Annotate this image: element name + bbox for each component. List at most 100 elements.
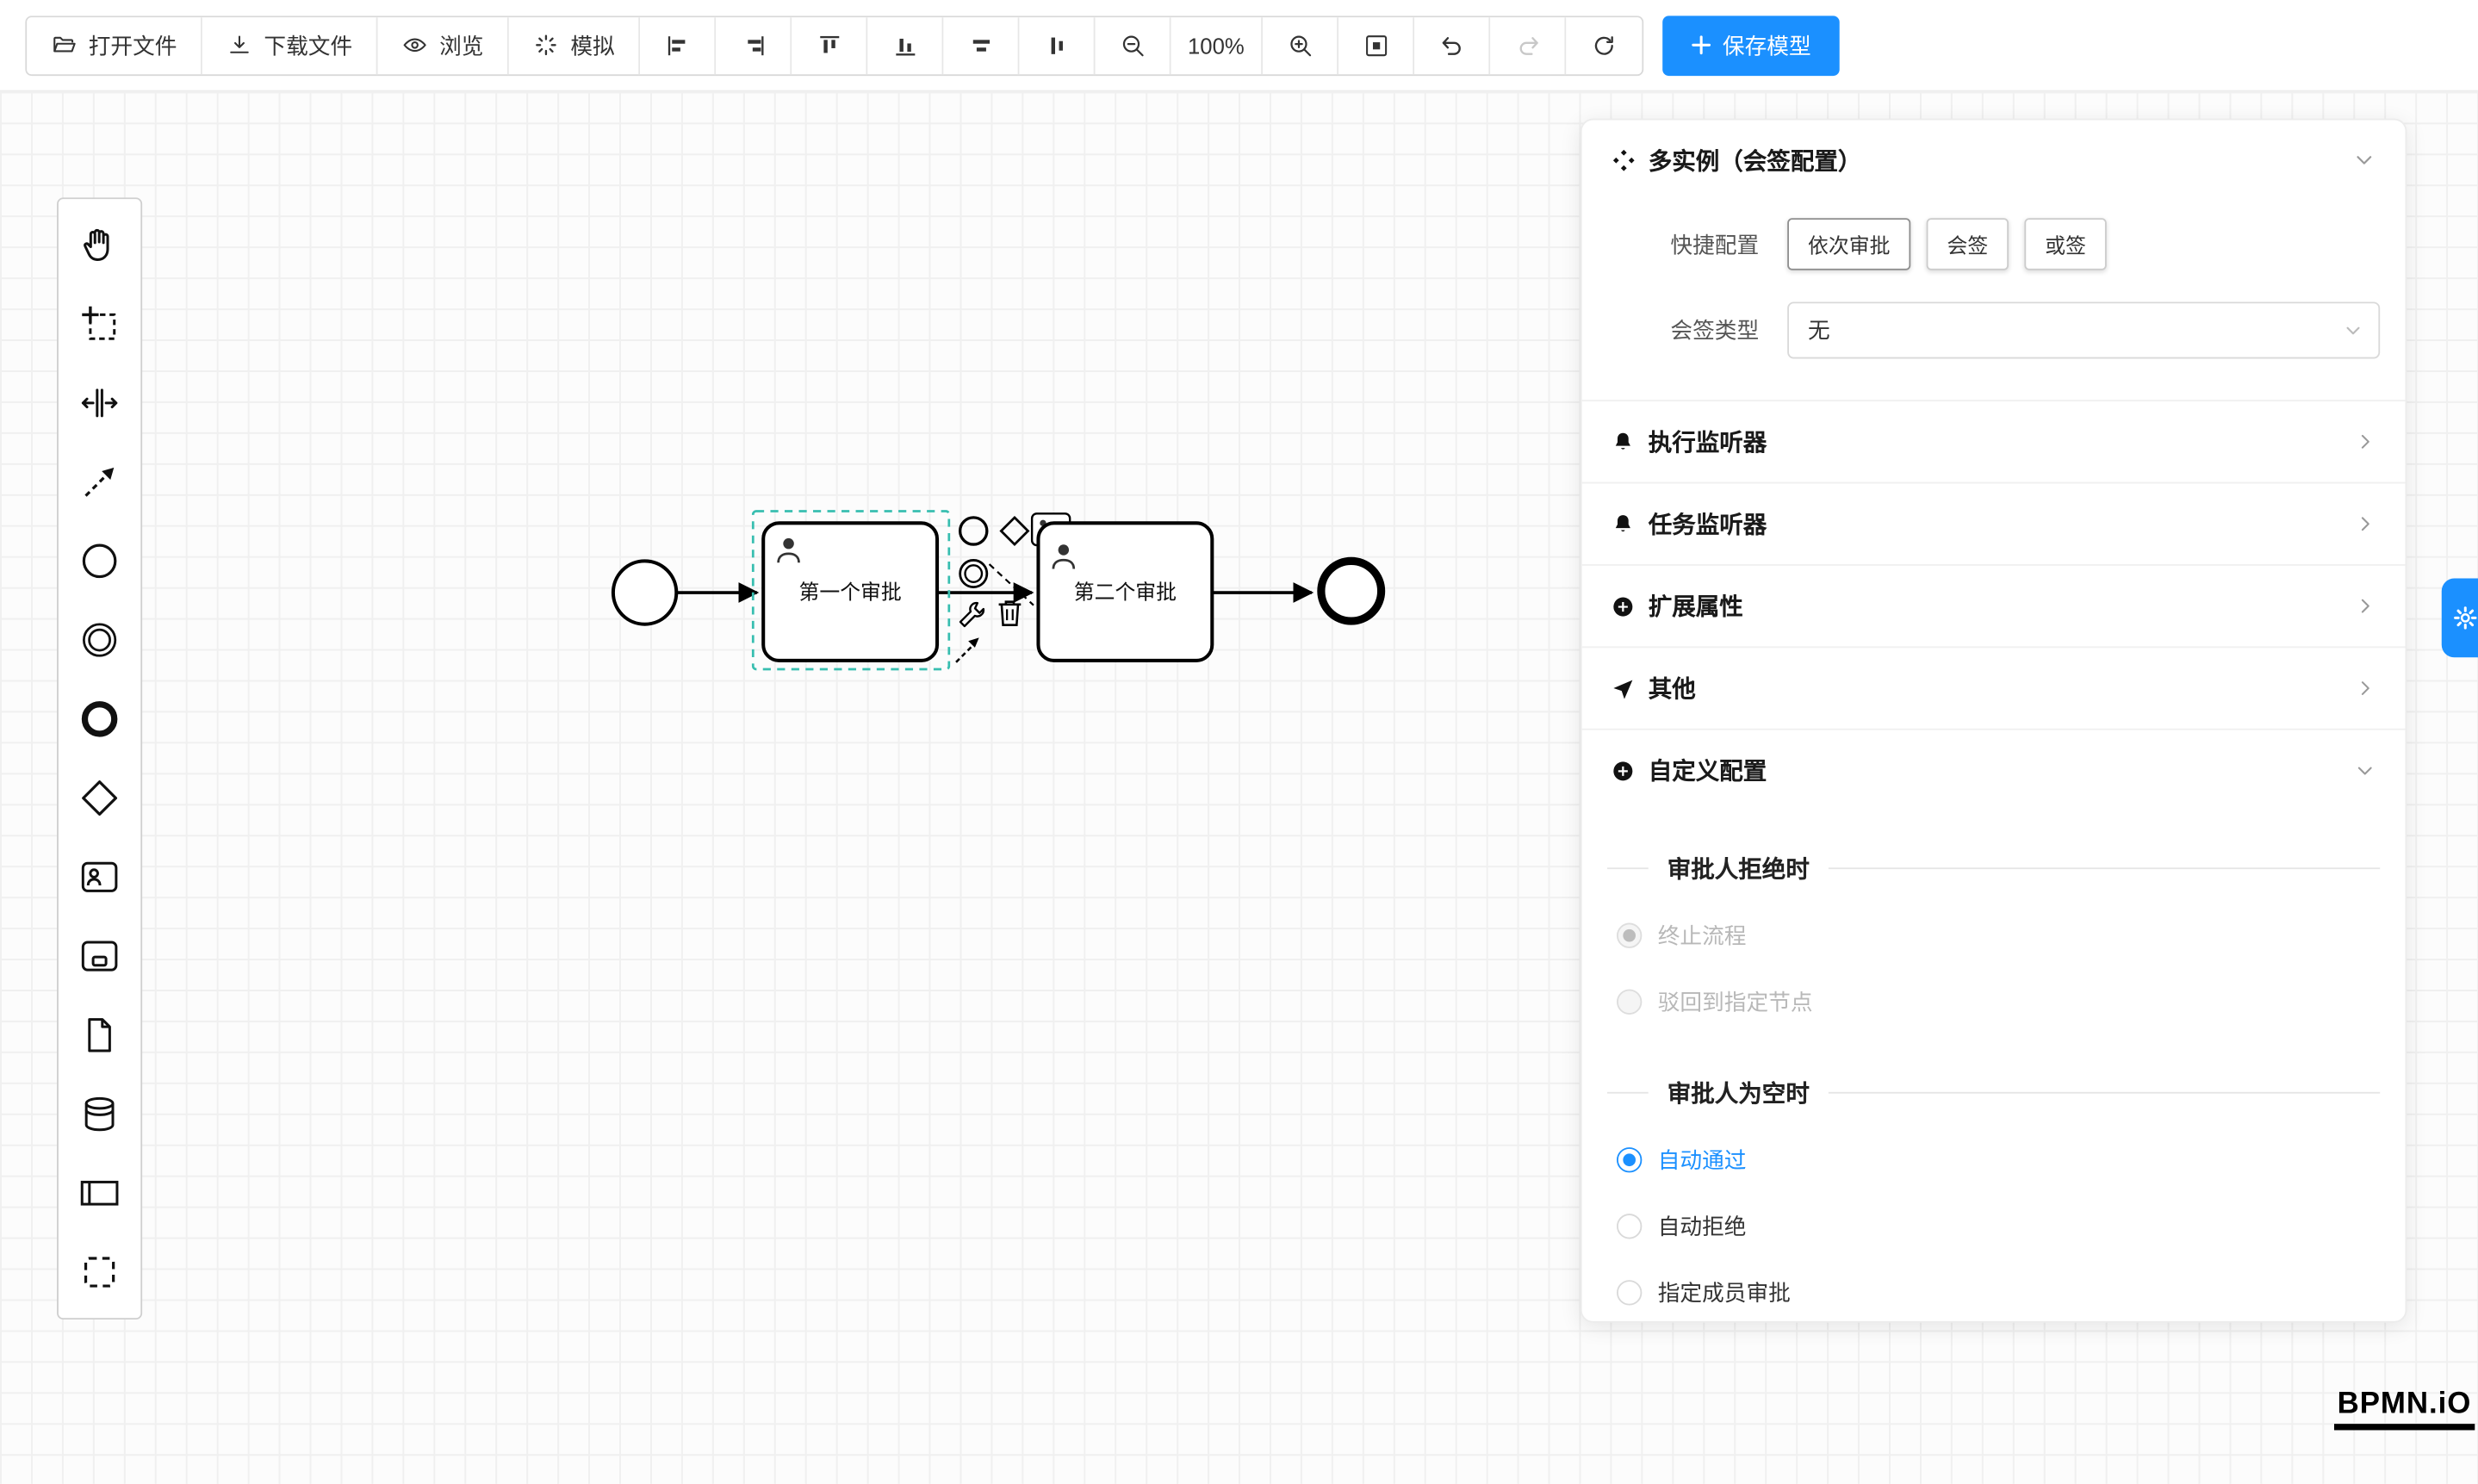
section-label: 执行监听器	[1648, 430, 1767, 457]
intermediate-event-icon	[83, 623, 117, 657]
connect-tool-icon[interactable]	[955, 637, 979, 663]
toolbar-group: 打开文件 下载文件 浏览 模拟	[25, 15, 1644, 76]
simulate-button[interactable]: 模拟	[508, 16, 641, 74]
create-group[interactable]	[59, 1233, 140, 1312]
create-datastore[interactable]	[59, 1075, 140, 1154]
preview-label: 浏览	[439, 32, 484, 58]
quick-config-label: 快捷配置	[1670, 231, 1760, 258]
chevron-down-icon	[2357, 767, 2372, 775]
create-start-event[interactable]	[59, 521, 140, 600]
align-center-vertical-button[interactable]	[1019, 16, 1096, 74]
pool-icon	[80, 1180, 119, 1206]
sign-type-select[interactable]: 无	[1787, 301, 2381, 359]
align-bottom-button[interactable]	[867, 16, 944, 74]
create-user-task[interactable]	[59, 837, 140, 916]
chevron-right-icon	[2361, 681, 2369, 695]
quick-config-row: 快捷配置 依次审批 会签 或签	[1607, 218, 2380, 270]
quick-option-sequential[interactable]: 依次审批	[1787, 218, 1911, 270]
end-event-icon	[81, 701, 118, 737]
radio-icon	[1617, 922, 1643, 948]
simulate-spinner-icon	[536, 34, 556, 56]
zoom-in-button[interactable]	[1263, 16, 1339, 74]
radio-terminate-process[interactable]: 终止流程	[1607, 903, 2380, 969]
create-call-activity[interactable]	[59, 916, 140, 996]
document-icon	[88, 1018, 111, 1052]
create-end-event[interactable]	[59, 680, 140, 759]
empty-group-title: 审批人为空时	[1667, 1080, 1810, 1108]
fit-viewport-button[interactable]	[1338, 16, 1415, 74]
task2-label: 第二个审批	[1074, 581, 1177, 605]
create-pool[interactable]	[59, 1153, 140, 1233]
section-label: 自定义配置	[1648, 758, 1767, 785]
refresh-icon	[1594, 35, 1613, 54]
palette	[57, 197, 143, 1320]
chevron-down-icon	[2346, 326, 2360, 335]
radio-icon	[1617, 989, 1643, 1015]
radio-icon	[1617, 1147, 1643, 1173]
zoom-level[interactable]: 100%	[1171, 16, 1264, 74]
multi-instance-icon	[1612, 148, 1635, 171]
append-event-icon[interactable]	[958, 516, 989, 546]
radio-label: 驳回到指定节点	[1657, 989, 1813, 1015]
section-task-listener[interactable]: 任务监听器	[1581, 481, 2406, 564]
quick-option-countersign[interactable]: 会签	[1926, 218, 2009, 270]
download-file-button[interactable]: 下载文件	[202, 16, 378, 74]
redo-icon	[1518, 36, 1537, 54]
refresh-button[interactable]	[1566, 16, 1643, 74]
zoom-in-icon	[1289, 34, 1311, 56]
section-extended-properties[interactable]: 扩展属性	[1581, 564, 2406, 646]
radio-icon	[1617, 1280, 1643, 1306]
panel-sections: 执行监听器 任务监听器 扩展属性 其他 自定义配置	[1581, 400, 2406, 810]
trash-icon[interactable]	[998, 600, 1022, 626]
space-tool-icon	[81, 388, 118, 418]
toolbar: 打开文件 下载文件 浏览 模拟	[0, 0, 2478, 92]
space-tool[interactable]	[59, 363, 140, 443]
append-intermediate-event-icon[interactable]	[959, 559, 989, 589]
section-custom-config[interactable]: 自定义配置	[1581, 728, 2406, 810]
align-center-horizontal-button[interactable]	[943, 16, 1020, 74]
hand-tool[interactable]	[59, 206, 140, 285]
section-other[interactable]: 其他	[1581, 646, 2406, 728]
undo-icon	[1441, 36, 1460, 54]
zoom-level-value: 100%	[1188, 32, 1245, 58]
folder-open-icon	[53, 36, 76, 53]
task2-shape[interactable]: 第二个审批	[1036, 521, 1214, 662]
sign-type-value: 无	[1808, 317, 1830, 344]
preview-button[interactable]: 浏览	[377, 16, 509, 74]
radio-label: 指定成员审批	[1657, 1280, 1791, 1306]
section-execution-listener[interactable]: 执行监听器	[1581, 400, 2406, 481]
radio-assign-member[interactable]: 指定成员审批	[1607, 1259, 2380, 1321]
create-intermediate-event[interactable]	[59, 600, 140, 680]
undo-button[interactable]	[1414, 16, 1491, 74]
align-right-button[interactable]	[716, 16, 792, 74]
radio-auto-pass[interactable]: 自动通过	[1607, 1127, 2380, 1193]
radio-label: 自动通过	[1657, 1147, 1747, 1173]
bpmnio-logo[interactable]: BPMN.iO	[2333, 1388, 2475, 1431]
lasso-tool[interactable]	[59, 284, 140, 363]
align-top-button[interactable]	[792, 16, 868, 74]
reject-group-title: 审批人拒绝时	[1667, 855, 1810, 883]
end-event-shape[interactable]	[1317, 556, 1386, 625]
save-model-button[interactable]: 保存模型	[1662, 15, 1840, 76]
quick-option-orsign[interactable]: 或签	[2024, 218, 2107, 270]
global-connect-tool[interactable]	[59, 443, 140, 522]
create-gateway[interactable]	[59, 759, 140, 838]
open-file-button[interactable]: 打开文件	[27, 16, 202, 74]
start-event-shape[interactable]	[611, 559, 679, 626]
wrench-icon[interactable]	[959, 601, 985, 628]
create-document[interactable]	[59, 996, 140, 1075]
redo-button[interactable]	[1490, 16, 1567, 74]
start-event-icon	[82, 543, 117, 579]
align-left-button[interactable]	[640, 16, 717, 74]
radio-icon	[1617, 1214, 1643, 1239]
fit-viewport-icon	[1365, 34, 1387, 56]
append-gateway-icon[interactable]	[999, 515, 1030, 547]
radio-return-to-node[interactable]: 驳回到指定节点	[1607, 969, 2380, 1035]
task1-shape[interactable]: 第一个审批	[761, 521, 940, 662]
panel-header[interactable]: 多实例（会签配置）	[1582, 120, 2406, 199]
user-task-icon	[81, 861, 118, 892]
radio-auto-reject[interactable]: 自动拒绝	[1607, 1193, 2380, 1259]
panel-toggle-tab[interactable]	[2441, 578, 2478, 658]
zoom-out-button[interactable]	[1095, 16, 1171, 74]
group-icon	[84, 1257, 115, 1288]
